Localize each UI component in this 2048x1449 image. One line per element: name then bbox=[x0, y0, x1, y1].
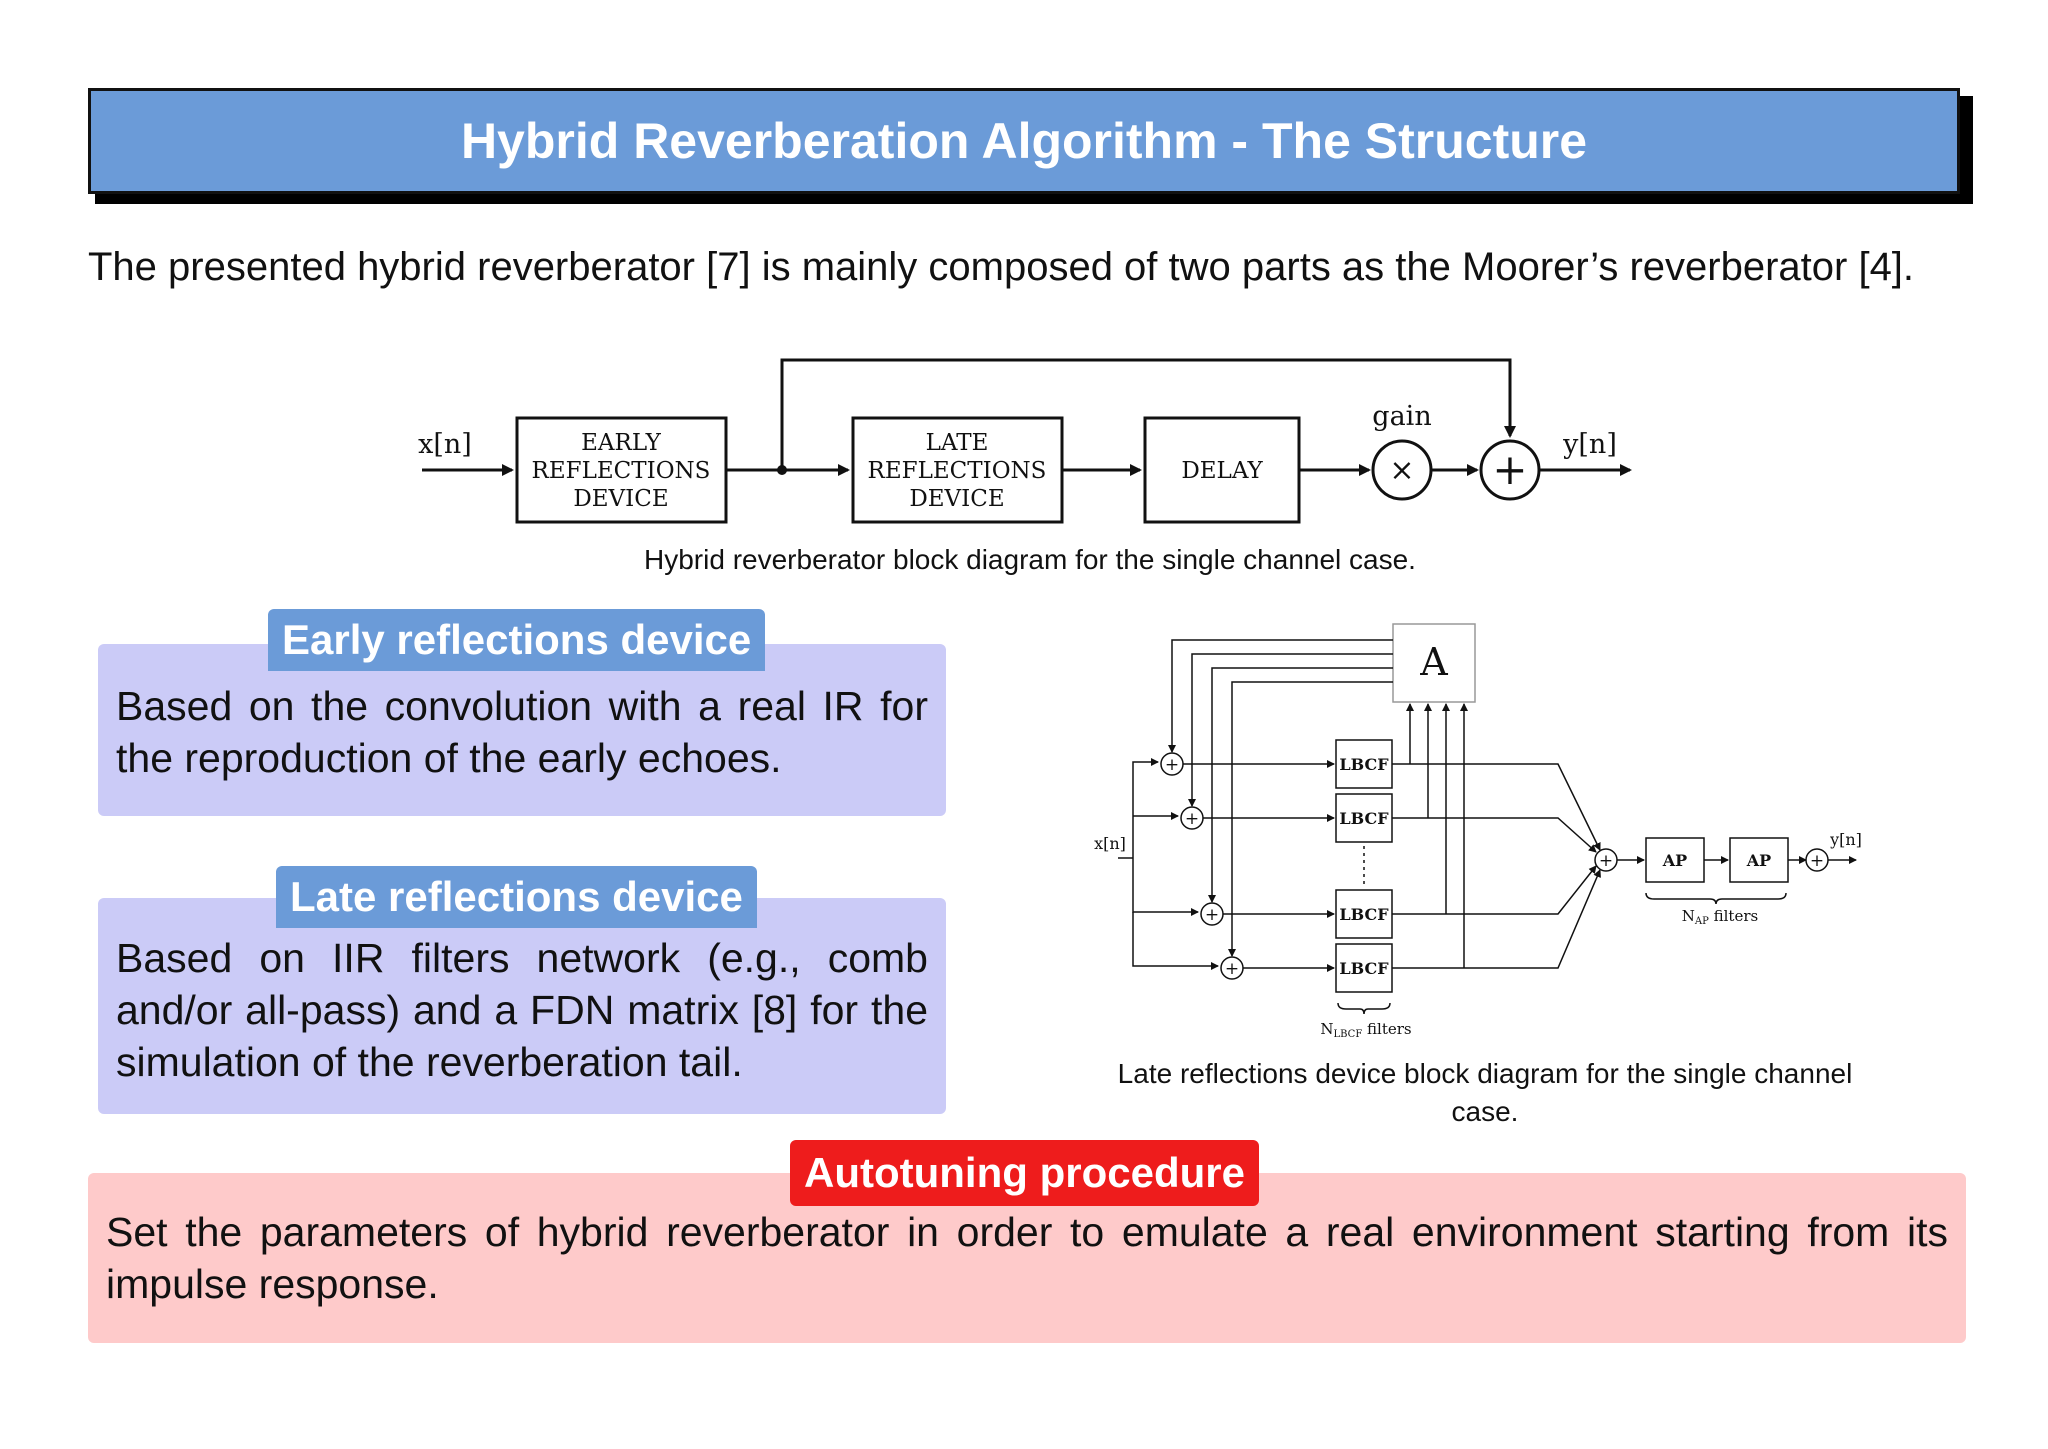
sum-symbol-5: + bbox=[1599, 851, 1613, 871]
slide-title: Hybrid Reverberation Algorithm - The Str… bbox=[460, 113, 1588, 169]
lbcf-label-4: LBCF bbox=[1339, 959, 1389, 978]
ap-label-2: AP bbox=[1746, 851, 1771, 870]
delay-block bbox=[1143, 416, 1301, 524]
matrix-label: A bbox=[1419, 640, 1448, 684]
early-block-line2: REFLECTIONS bbox=[532, 458, 711, 484]
late-input-label: x[n] bbox=[1094, 834, 1126, 853]
early-reflections-title: Early reflections device bbox=[268, 609, 766, 671]
late-reflections-body: Based on IIR filters network (e.g., comb… bbox=[116, 935, 928, 1085]
lbcf-label-2: LBCF bbox=[1339, 809, 1389, 828]
lbcf-label-1: LBCF bbox=[1339, 755, 1389, 774]
early-reflections-block bbox=[515, 416, 728, 524]
late-reflections-block bbox=[851, 416, 1064, 524]
sum-symbol-1: + bbox=[1165, 755, 1179, 775]
delay-block-label: DELAY bbox=[1181, 458, 1263, 484]
late-block-line2: REFLECTIONS bbox=[868, 458, 1047, 484]
sum-symbol-4: + bbox=[1225, 959, 1239, 979]
matrix-block bbox=[1392, 623, 1476, 703]
early-block-line1: EARLY bbox=[581, 430, 662, 456]
sum-symbol-3: + bbox=[1205, 905, 1219, 925]
bypass-path bbox=[780, 358, 1516, 470]
late-reflections-diagram bbox=[1118, 623, 1857, 1015]
gain-label: gain bbox=[1372, 401, 1431, 432]
late-block-line3: DEVICE bbox=[909, 486, 1004, 512]
late-reflections-title: Late reflections device bbox=[276, 866, 757, 928]
sum-symbol-6: + bbox=[1810, 851, 1824, 871]
intro-text: The presented hybrid reverberator [7] is… bbox=[88, 245, 1915, 289]
early-reflections-box bbox=[98, 644, 946, 816]
late-output-label: y[n] bbox=[1829, 830, 1862, 849]
early-block-line3: DEVICE bbox=[573, 486, 668, 512]
title-bar: Hybrid Reverberation Algorithm - The Str… bbox=[88, 88, 1960, 194]
autotuning-body: Set the parameters of hybrid reverberato… bbox=[106, 1209, 1948, 1307]
ap-label-1: AP bbox=[1662, 851, 1687, 870]
late-diagram-caption: Late reflections device block diagram fo… bbox=[1117, 1058, 1853, 1127]
late-reflections-box bbox=[98, 898, 946, 1114]
ap-count-label: NAP filters bbox=[1682, 907, 1758, 927]
input-label: x[n] bbox=[418, 429, 472, 460]
branch-dot bbox=[777, 465, 787, 475]
late-block-line1: LATE bbox=[926, 430, 989, 456]
autotuning-title: Autotuning procedure bbox=[790, 1140, 1259, 1206]
sum-symbol: + bbox=[1492, 445, 1527, 494]
early-reflections-body: Based on the convolution with a real IR … bbox=[116, 683, 928, 781]
lbcf-label-3: LBCF bbox=[1339, 905, 1389, 924]
output-label: y[n] bbox=[1562, 429, 1617, 460]
lbcf-count-label: NLBCF filters bbox=[1320, 1020, 1411, 1040]
top-diagram-caption: Hybrid reverberator block diagram for th… bbox=[644, 544, 1416, 575]
multiply-symbol: × bbox=[1389, 453, 1414, 488]
sum-symbol-2: + bbox=[1185, 809, 1199, 829]
